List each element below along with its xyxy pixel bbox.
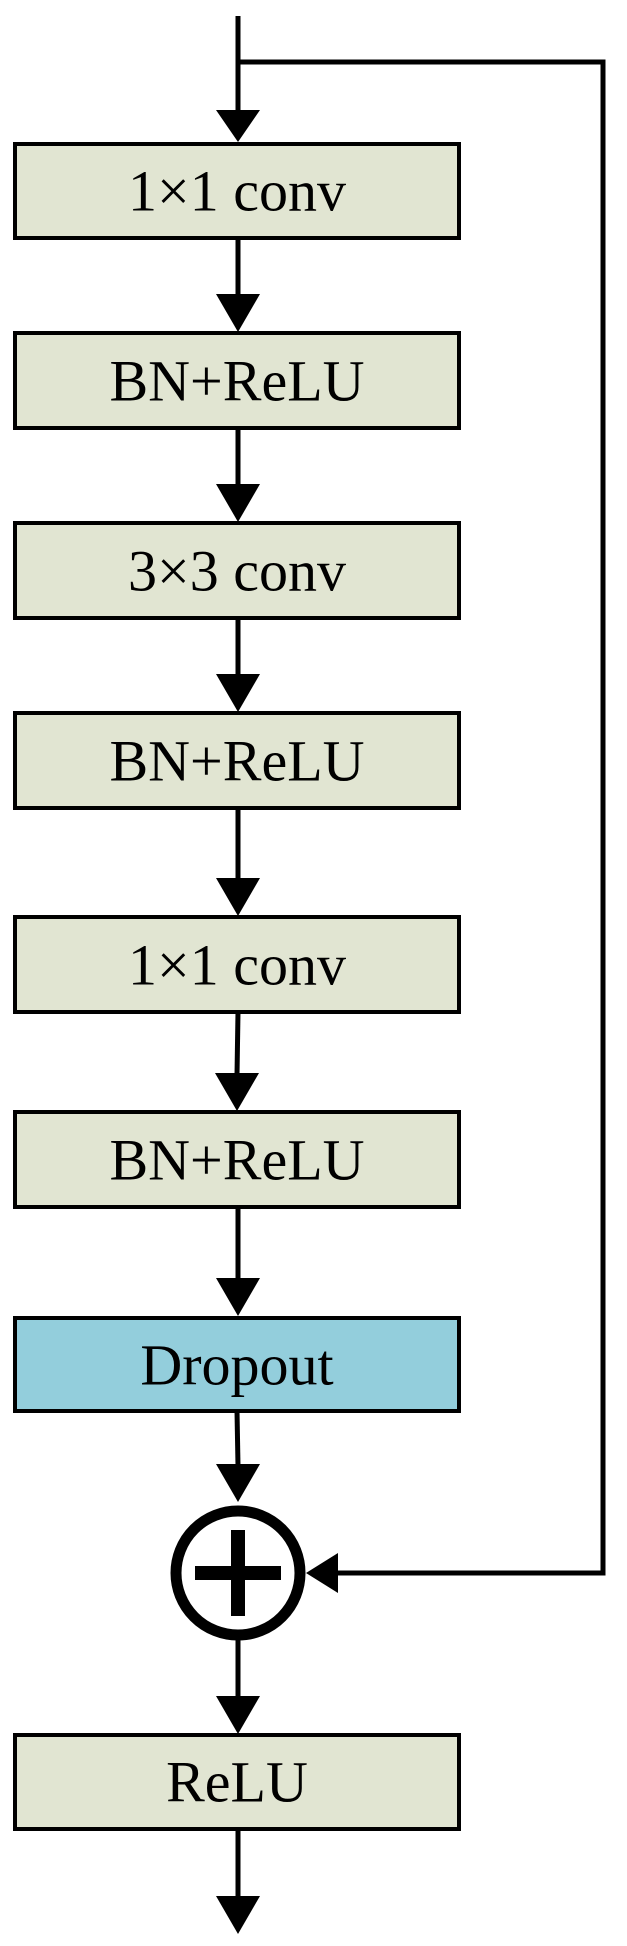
block-3x3-conv-label: 3×3 conv	[128, 539, 346, 604]
edge-3-arrowhead	[216, 674, 260, 712]
block-relu	[13, 1733, 461, 1831]
edge-1-arrowhead	[216, 294, 260, 332]
block-1x1-conv-1	[13, 142, 461, 240]
block-bn-relu-3	[13, 1110, 461, 1209]
block-1x1-conv-1-label: 1×1 conv	[128, 159, 346, 224]
block-bn-relu-3-label: BN+ReLU	[109, 1128, 364, 1193]
block-dropout	[13, 1316, 461, 1413]
block-relu-label: ReLU	[166, 1750, 308, 1815]
output-arrowhead	[216, 1896, 260, 1934]
block-bn-relu-2	[13, 711, 461, 810]
block-dropout-label: Dropout	[140, 1333, 333, 1398]
block-3x3-conv	[13, 521, 461, 620]
block-bn-relu-1	[13, 331, 461, 430]
block-1x1-conv-2-label: 1×1 conv	[128, 933, 346, 998]
edge-7	[234, 1410, 241, 1467]
input-arrowhead	[216, 110, 260, 142]
edge-6-arrowhead	[216, 1278, 260, 1316]
skip-connection-arrowhead	[306, 1553, 338, 1593]
edge-5-arrowhead	[215, 1073, 259, 1111]
edge-4-arrowhead	[216, 878, 260, 916]
edge-8-arrowhead	[216, 1696, 260, 1734]
block-bn-relu-1-label: BN+ReLU	[109, 349, 364, 414]
edge-5	[234, 1011, 241, 1076]
edge-7-arrowhead	[216, 1464, 260, 1502]
block-1x1-conv-2	[13, 915, 461, 1014]
block-bn-relu-2-label: BN+ReLU	[109, 729, 364, 794]
skip-connection-edge	[238, 59, 606, 1576]
edge-2-arrowhead	[216, 484, 260, 522]
